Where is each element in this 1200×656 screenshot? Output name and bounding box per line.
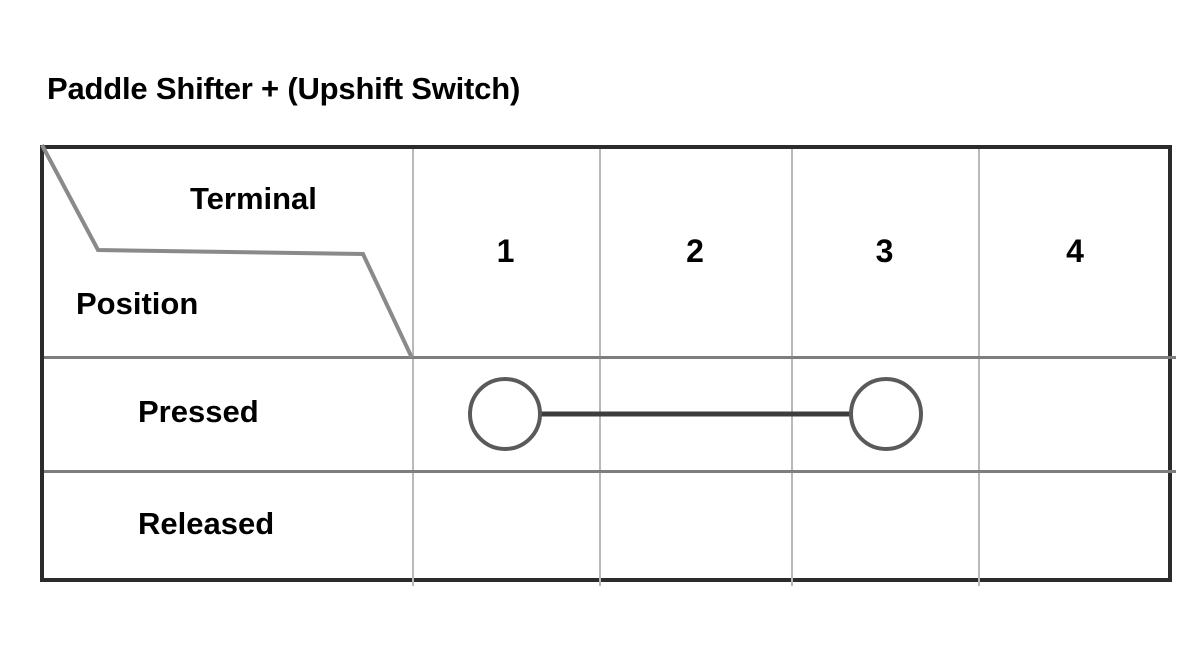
row-label-pressed: Pressed	[138, 394, 259, 429]
corner-header-terminal-label: Terminal	[190, 181, 317, 216]
row-divider-pressed	[44, 470, 1176, 473]
column-divider-4	[978, 149, 980, 586]
column-header-terminal-1: 1	[496, 233, 515, 269]
page-title: Paddle Shifter + (Upshift Switch)	[47, 71, 521, 106]
corner-header-position-label: Position	[76, 286, 199, 321]
column-divider-3	[791, 149, 793, 586]
column-divider-1	[412, 149, 414, 586]
corner-split-divider-icon	[40, 144, 414, 359]
row-divider-header	[44, 356, 1176, 359]
column-divider-2	[599, 149, 601, 586]
continuity-table	[40, 145, 1176, 586]
column-header-terminal-4: 4	[1066, 233, 1084, 269]
column-header-terminal-3: 3	[875, 233, 894, 269]
column-header-terminal-2: 2	[686, 233, 704, 269]
row-label-released: Released	[138, 506, 275, 541]
